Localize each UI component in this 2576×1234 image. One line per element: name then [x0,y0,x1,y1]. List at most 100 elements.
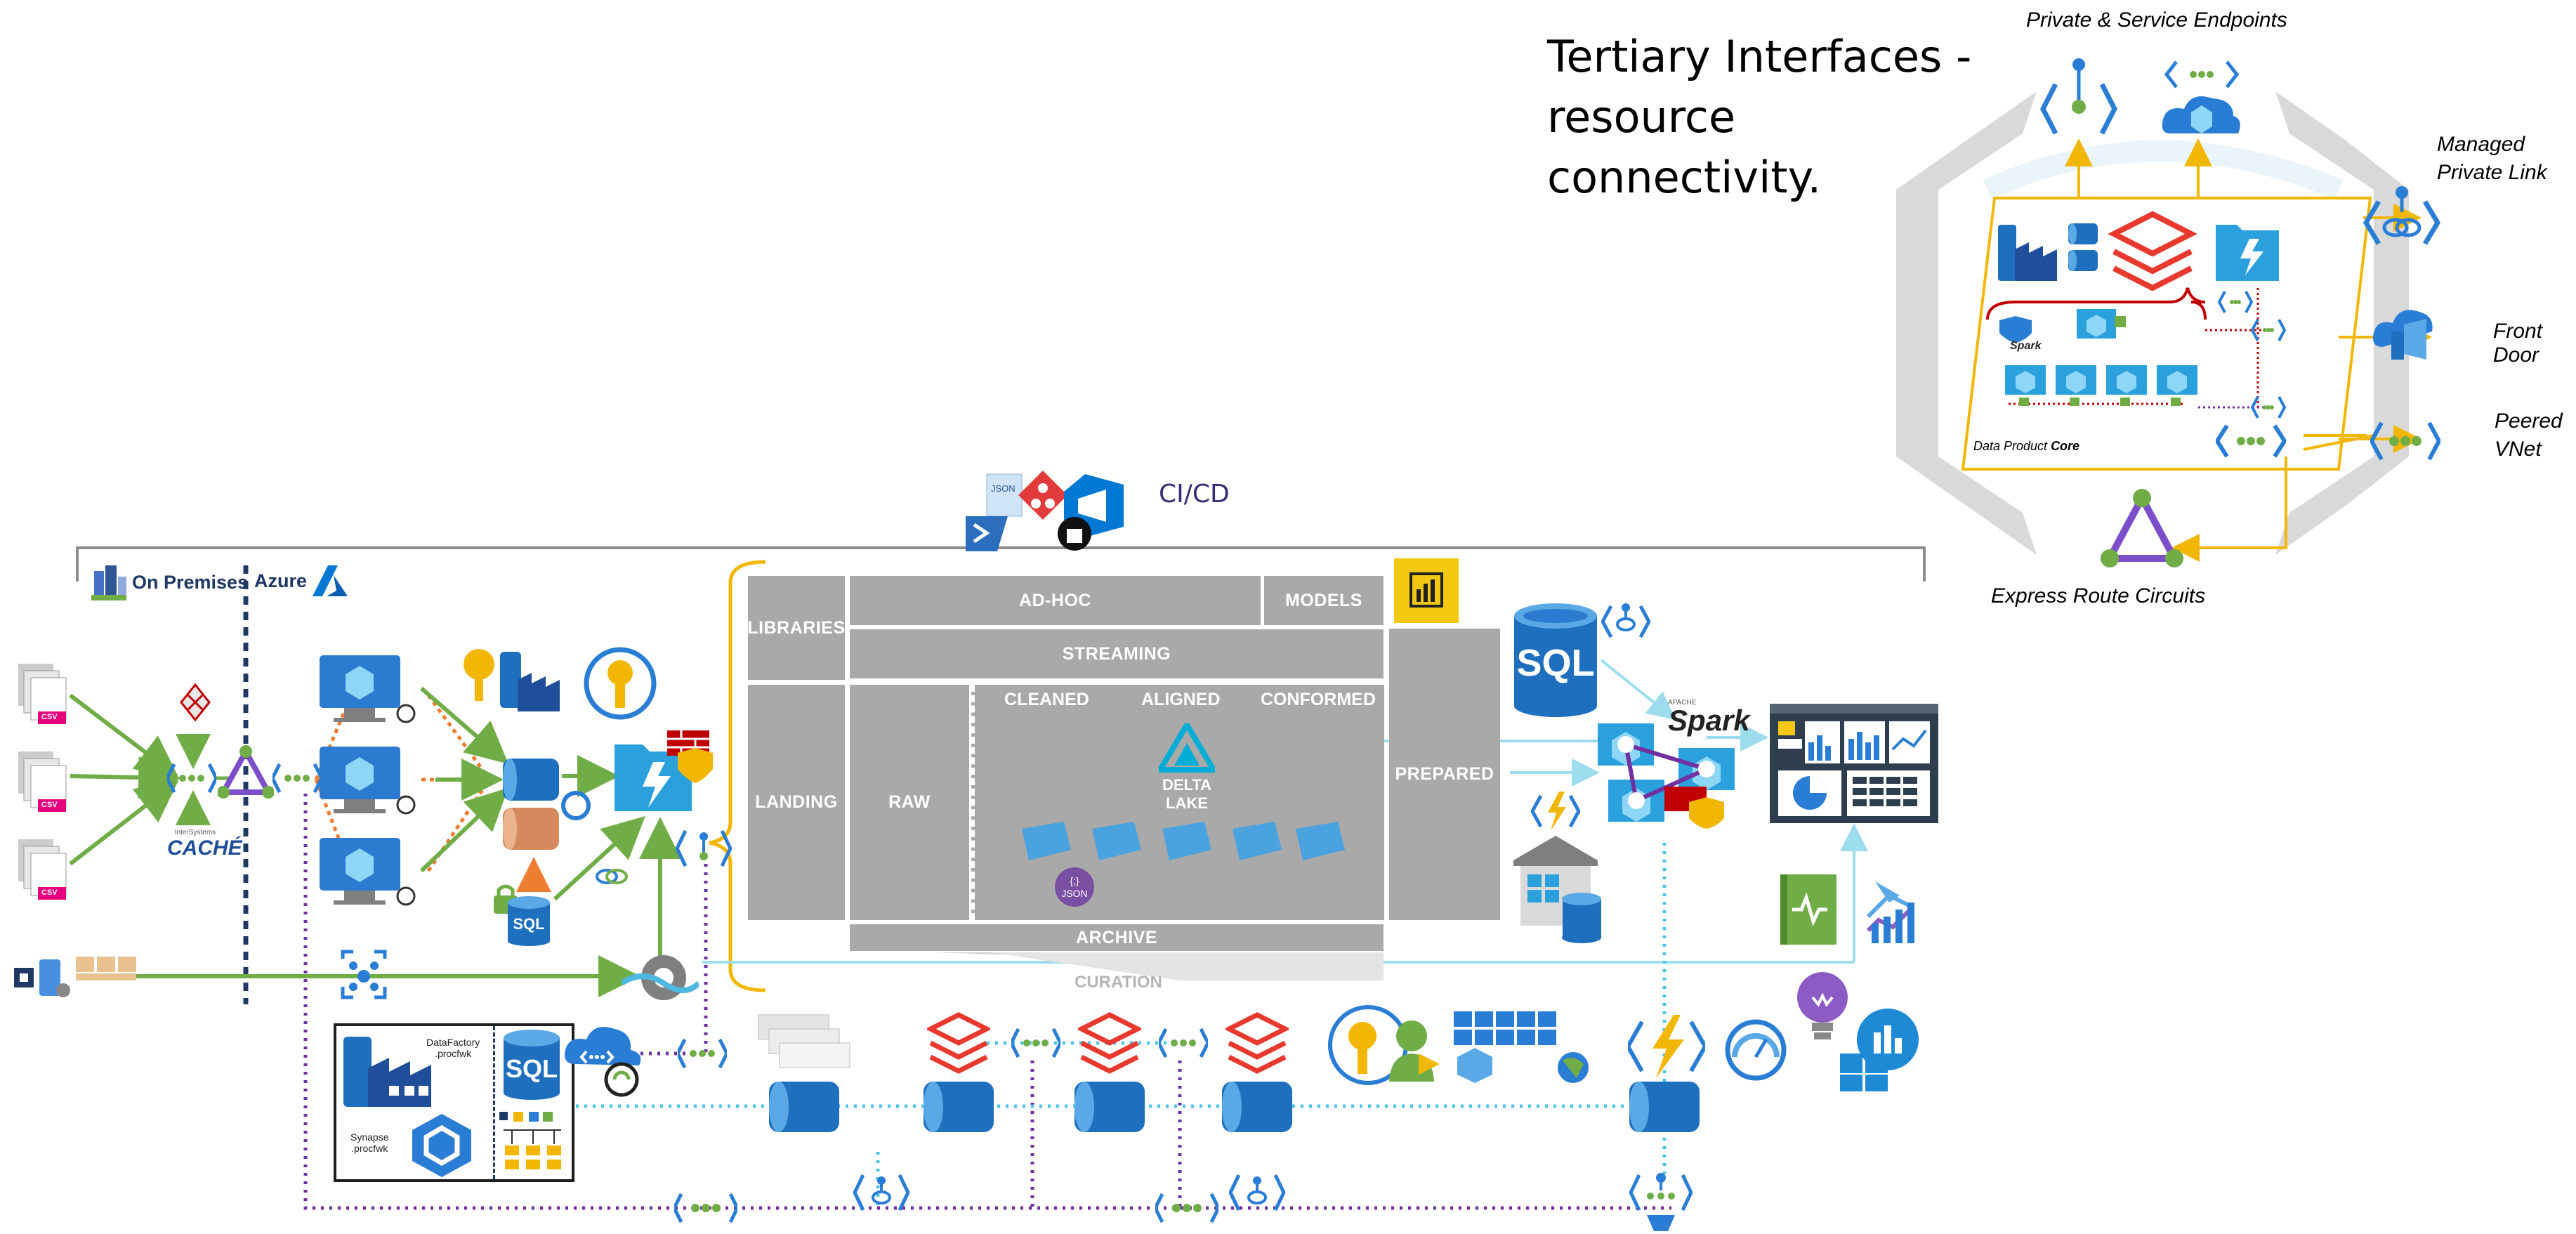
pipeline-icon-4 [1222,1082,1292,1132]
dashboard-icon [1770,704,1938,823]
csv-label-3: CSV [41,888,58,897]
iot-device-icon [14,957,136,997]
pipeline-icon-3 [1075,1082,1145,1132]
cicd-group: JSON CI/CD [962,460,1230,562]
key-vault-icon [584,647,657,720]
procfwk-sql: SQL [500,1030,563,1100]
csv-files-icon [18,664,67,724]
peered-vnet-label: Peered VNet [2495,409,2563,461]
inset-data-factory-icon [1998,225,2016,281]
cicd-icons: JSON [962,471,1124,551]
peered-vnet-icon [2370,421,2440,461]
csv-label-2: CSV [41,801,58,809]
vm-icon-1 [320,655,416,723]
inset-spark-label: Spark [2010,340,2042,352]
on-premises-label-group: On Premises [91,564,248,600]
spark-logo: APACHE Spark [1668,699,1750,735]
lake-raw: RAW [850,685,969,920]
title-line-3: connectivity. [1547,152,1822,203]
csv-files-icon [18,839,67,900]
databricks-icon-1 [927,1012,990,1074]
data-factory-with-keys-icon [464,649,560,711]
synapse-procfwk-label: Synapse .procfwk [350,1131,389,1154]
sql-server-icon [180,683,211,722]
sql-database-icon [1514,603,1597,717]
data-product-core-bold: Core [2051,439,2080,453]
csv-label-1: CSV [41,713,58,721]
lake-libraries: LIBRARIES [747,576,845,680]
managed-private-link-icon [2363,186,2440,245]
procfwk-pipeline-tree-icon [499,1112,561,1169]
json-badge: {;}JSON [1055,867,1094,907]
delta-lake-logo: DELTA LAKE [1141,719,1233,813]
express-route-icon [218,745,274,799]
inset-endpoint-small-2 [2251,319,2286,341]
delta-icon [1155,719,1219,773]
vm-icon-2 [320,747,416,815]
csv-source-1: CSV [13,664,76,737]
data-lake-storage-icon [615,730,713,811]
link-icon [596,869,628,884]
json-badge-label: JSON [1061,888,1088,899]
sql-small-label: SQL [513,915,545,933]
lake-conformed: CONFORMED [1261,690,1376,709]
service-endpoint-icon-inset [2162,60,2240,133]
lake-models: MODELS [1264,576,1384,625]
virtual-network-gateway-icon [1629,1173,1693,1231]
synapse-icon [412,1114,471,1177]
csv-source-2: CSV [13,751,76,825]
lake-dash-divider [971,685,975,920]
function-app-icon [1628,1015,1705,1078]
pipeline-icon-blue [503,759,559,801]
databricks-icon-3 [1225,1012,1289,1074]
csv-files-icon [18,751,67,812]
private-endpoint-icon-5 [674,1193,737,1223]
pipeline-icon-5 [1629,1082,1700,1132]
express-route-circuits-label: Express Route Circuits [1991,584,2206,608]
lake-ad-hoc: AD-HOC [850,576,1261,625]
private-endpoint-icon-4 [1159,1028,1208,1058]
integration-runtime-icon [565,1027,641,1097]
datafactory-procfwk-label: DataFactory .procfwk [426,1037,480,1059]
stream-analytics-icon [622,955,699,1000]
data-warehouse-icon [1513,836,1601,943]
delta-lake-label: DELTA LAKE [1162,776,1212,812]
pipeline-icon-1 [769,1082,839,1132]
procfwk-divider [493,1026,495,1179]
private-endpoint-icon-lake [676,829,732,867]
azure-label: Azure [254,570,308,591]
azure-logo-icon [313,565,348,596]
inset-endpoint-large [2216,424,2286,458]
title-line-1: Tertiary Interfaces - [1547,31,1972,82]
front-door-icon [2372,310,2433,360]
powerbi-tile-icon [1394,558,1459,623]
inset-databricks-icon [2108,211,2197,257]
parquet-tile-icon [1022,822,1345,860]
function-app-icon-2 [1531,792,1580,831]
notebook-icon [1780,874,1836,945]
spark-cluster-icon [1598,723,1735,829]
sync-icon [561,791,591,820]
cache-label: CACHÉ [167,836,242,860]
cache-logo: InterSystems CACHÉ [167,829,242,860]
csv-source-3: CSV [13,839,76,913]
gateway-icon [167,763,216,794]
git-icon [1018,471,1067,520]
private-endpoint-icon-2 [678,1038,727,1069]
sql-pool-large: SQL [1510,600,1601,720]
private-link-icon-3 [1601,603,1650,638]
lake-streaming: STREAMING [850,629,1384,678]
spark-label: Spark [1668,704,1750,737]
monitor-gauge-icon [1725,1019,1787,1081]
azure-label-group: Azure [254,564,348,598]
svg-text:JSON: JSON [991,483,1016,494]
express-route-icon-inset [2101,489,2183,567]
data-product-core-prefix: Data Product [1973,439,2051,453]
pipeline-templates-icon [758,1014,850,1068]
event-hub-icon [341,950,387,999]
lake-cleaned: CLEANED [1004,690,1089,709]
spark-apache-label: APACHE [1668,699,1697,707]
private-endpoint-icon [272,763,322,794]
lake-prepared: PREPARED [1389,629,1500,920]
